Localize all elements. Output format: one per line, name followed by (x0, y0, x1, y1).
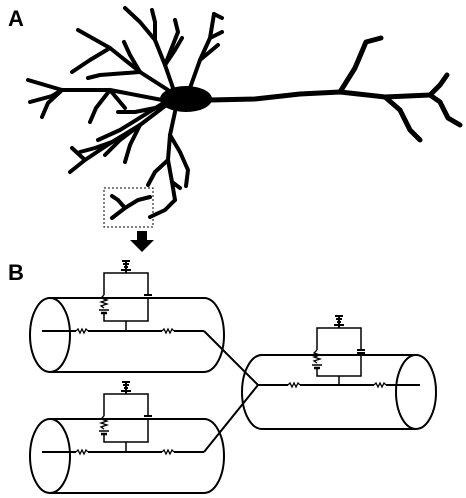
sampled-dendrite-shape (110, 194, 152, 220)
panel-label-a: A (8, 6, 24, 31)
axial-current-line (258, 381, 420, 389)
soma-shape (160, 86, 212, 112)
compartment-top-left (29, 259, 225, 373)
dotted-selection-box (103, 187, 154, 228)
axon-shape (207, 35, 463, 143)
down-arrow-icon (130, 231, 154, 252)
compartment-connections (203, 330, 259, 453)
compartment-right (241, 314, 437, 430)
rc-circuit-icon (97, 380, 154, 454)
compartment-bottom-left (29, 380, 225, 494)
cable-compartment-cylinder (241, 354, 416, 430)
dendritic-tree-shape (26, 6, 224, 219)
rc-circuit-icon (310, 314, 367, 388)
cable-compartment-cylinder (50, 297, 225, 373)
cable-compartment-cylinder (50, 418, 225, 494)
axial-current-line (42, 327, 204, 335)
panel-label-b: B (8, 260, 24, 285)
axial-current-line (42, 448, 204, 456)
rc-circuit-icon (97, 259, 154, 333)
neuron-morphology-icon (26, 6, 463, 219)
